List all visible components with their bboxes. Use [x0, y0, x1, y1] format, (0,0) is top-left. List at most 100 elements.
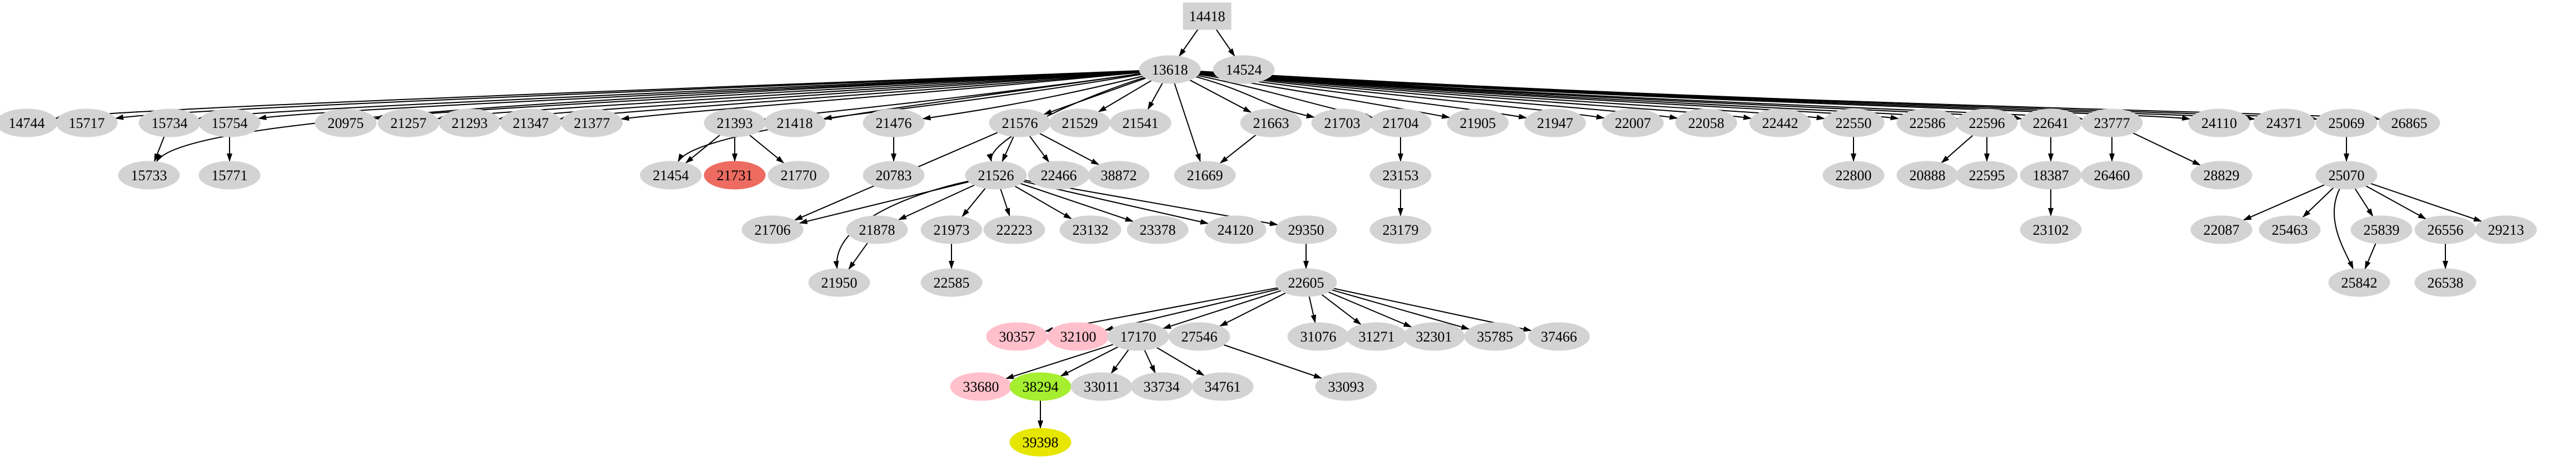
node-ellipse: [1240, 108, 1302, 137]
node-label: 33011: [1084, 379, 1119, 395]
node-ellipse: [2378, 108, 2440, 137]
graph-node-22087: 22087: [2190, 215, 2253, 244]
node-ellipse: [863, 108, 925, 137]
node-label: 23378: [1140, 222, 1176, 238]
node-label: 22596: [1969, 115, 2005, 131]
node-label: 21418: [777, 115, 813, 131]
node-label: 21731: [717, 167, 753, 184]
node-box: [1183, 2, 1232, 30]
node-ellipse: [1213, 55, 1275, 84]
graph-node-22596: 22596: [1956, 108, 2018, 137]
node-label: 25069: [2329, 115, 2365, 131]
node-label: 15717: [69, 115, 105, 131]
graph-node-14418: 14418: [1183, 2, 1232, 30]
node-label: 22466: [1041, 167, 1077, 184]
graph-node-25842: 25842: [2328, 268, 2390, 297]
node-ellipse: [1127, 215, 1189, 244]
edge-13618-21663: [1189, 80, 1252, 113]
node-ellipse: [2081, 161, 2143, 190]
edge-21576-21526: [1001, 136, 1014, 162]
graph-node-22442: 22442: [1749, 108, 1811, 137]
node-ellipse: [2020, 215, 2082, 244]
graph-node-28829: 28829: [2190, 161, 2253, 190]
node-label: 20888: [1910, 167, 1946, 184]
graph-node-21706: 21706: [741, 215, 804, 244]
graph-node-34761: 34761: [1192, 372, 1254, 401]
graph-node-21703: 21703: [1311, 108, 1373, 137]
node-label: 37466: [1541, 329, 1577, 345]
node-label: 22605: [1288, 275, 1324, 291]
graph-node-21541: 21541: [1109, 108, 1172, 137]
graph-node-17170: 17170: [1107, 322, 1169, 351]
graph-node-23378: 23378: [1127, 215, 1189, 244]
node-ellipse: [1524, 108, 1586, 137]
graph-node-26556: 26556: [2414, 215, 2477, 244]
graph-node-21731: 21731: [704, 161, 766, 190]
graph-node-20975: 20975: [315, 108, 377, 137]
edge-13618-25069: [1200, 71, 2318, 121]
edge-21878-21950: [848, 243, 868, 270]
graph-node-26865: 26865: [2378, 108, 2440, 137]
node-label: 15771: [212, 167, 248, 184]
node-label: 28829: [2204, 167, 2240, 184]
node-label: 29213: [2488, 222, 2524, 238]
node-label: 22442: [1762, 115, 1798, 131]
edge-22605-35785: [1332, 289, 1470, 330]
node-label: 21347: [513, 115, 549, 131]
node-ellipse: [315, 108, 377, 137]
graph-node-23132: 23132: [1059, 215, 1122, 244]
node-ellipse: [198, 108, 261, 137]
edge-21576-38872: [1039, 133, 1100, 165]
node-ellipse: [1088, 161, 1150, 190]
node-label: 22007: [1615, 115, 1651, 131]
graph-node-15771: 15771: [198, 161, 261, 190]
graph-node-14744: 14744: [0, 108, 58, 137]
edge-17170-33734: [1144, 350, 1156, 374]
graph-node-37466: 37466: [1528, 322, 1590, 351]
graph-node-22058: 22058: [1675, 108, 1737, 137]
graph-node-33680: 33680: [950, 372, 1012, 401]
node-ellipse: [198, 161, 261, 190]
graph-node-14524: 14524: [1213, 55, 1275, 84]
graph-node-33734: 33734: [1130, 372, 1193, 401]
edge-25070-25463: [2302, 187, 2334, 218]
node-ellipse: [965, 161, 1027, 190]
node-label: 23132: [1073, 222, 1109, 238]
graph-node-15733: 15733: [118, 161, 180, 190]
edge-17170-34761: [1156, 347, 1205, 377]
node-ellipse: [1275, 268, 1337, 297]
node-label: 21526: [978, 167, 1014, 184]
edge-13618-21541: [1147, 82, 1163, 110]
node-ellipse: [2188, 108, 2250, 137]
node-label: 21706: [755, 222, 791, 238]
node-ellipse: [983, 215, 1045, 244]
node-label: 21905: [1460, 115, 1496, 131]
edge-22605-31271: [1321, 294, 1362, 325]
graph-node-29213: 29213: [2475, 215, 2537, 244]
graph-node-23179: 23179: [1369, 215, 1432, 244]
graph-node-25463: 25463: [2259, 215, 2321, 244]
graph-node-25069: 25069: [2315, 108, 2378, 137]
edge-13618-21576: [1043, 77, 1147, 115]
graph-node-31271: 31271: [1346, 322, 1408, 351]
edge-22605-31076: [1308, 296, 1317, 324]
graph-node-23153: 23153: [1369, 161, 1432, 190]
graph-node-22586: 22586: [1896, 108, 1959, 137]
node-ellipse: [846, 215, 908, 244]
node-ellipse: [920, 215, 983, 244]
graph-node-26538: 26538: [2414, 268, 2477, 297]
edge-13618-21529: [1098, 80, 1152, 113]
node-label: 23179: [1383, 222, 1419, 238]
node-label: 25839: [2364, 222, 2400, 238]
node-label: 13618: [1152, 62, 1188, 78]
node-label: 21950: [821, 275, 858, 291]
node-ellipse: [2328, 268, 2390, 297]
node-ellipse: [1139, 55, 1201, 84]
graph-node-21973: 21973: [920, 215, 983, 244]
edge-21526-23132: [1014, 185, 1072, 220]
edge-25070-29213: [2370, 183, 2482, 222]
node-label: 21541: [1123, 115, 1159, 131]
graph-node-22641: 22641: [2020, 108, 2082, 137]
